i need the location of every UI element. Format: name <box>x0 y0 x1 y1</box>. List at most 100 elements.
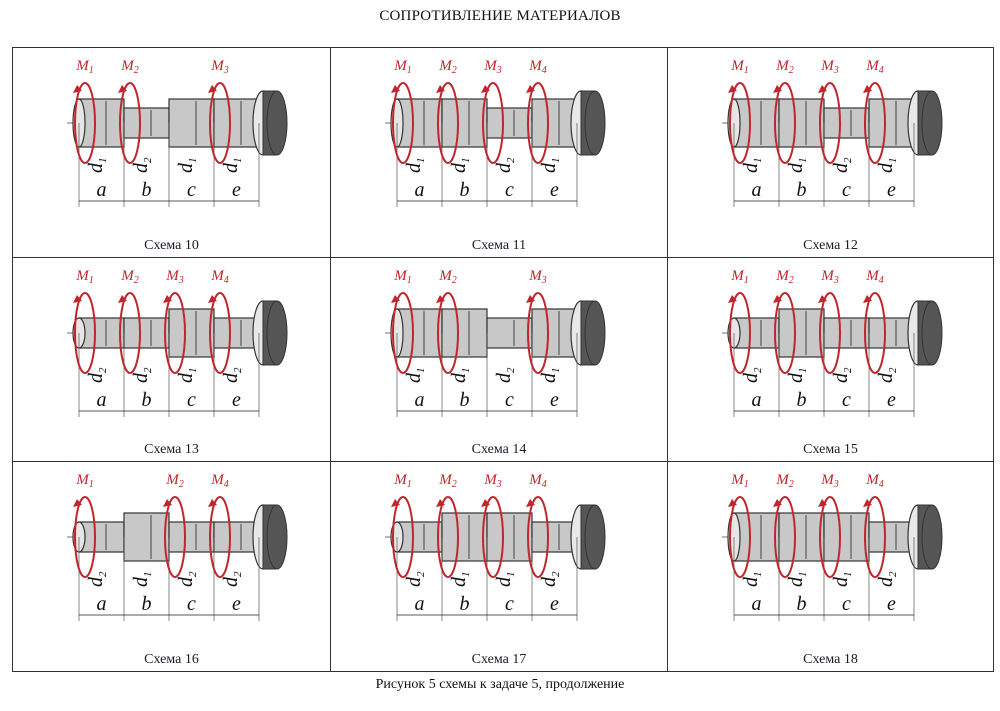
dimension-label: b <box>460 389 470 411</box>
scheme-caption: Схема 18 <box>803 652 858 667</box>
wheel-back <box>584 300 606 366</box>
shaft-segment <box>486 512 533 562</box>
moment-label: M4 <box>865 268 884 286</box>
shaft-segment <box>441 308 488 358</box>
diameter-label: d2 <box>493 367 517 383</box>
torque-arrow-icon <box>164 292 186 374</box>
diameter-subscript: 1 <box>752 158 764 164</box>
moment-label: M1 <box>75 472 94 490</box>
torque-arrow-icon <box>437 82 459 164</box>
torque-arrowhead-icon <box>73 85 82 93</box>
figure-caption: Рисунок 5 схемы к задаче 5, продолжение <box>375 677 625 692</box>
scheme-caption: Схема 12 <box>803 238 858 253</box>
diameter-subscript: 1 <box>797 572 809 578</box>
diameter-subscript: 2 <box>187 571 199 577</box>
torque-arrowhead-icon <box>728 499 737 507</box>
diameter-subscript: 1 <box>142 572 154 578</box>
torque-arrow-icon <box>729 82 751 164</box>
moment-subscript: 3 <box>833 479 839 490</box>
shaft-segment <box>441 98 488 148</box>
dimension-label: e <box>887 179 896 201</box>
moment-label: M2 <box>120 268 139 286</box>
torque-arrowhead-icon <box>818 295 827 303</box>
diameter-subscript: 1 <box>187 368 199 374</box>
dimension-label: b <box>460 593 470 615</box>
shaft-segment <box>486 317 533 349</box>
torque-arrowhead-icon <box>728 295 737 303</box>
shaft-segment <box>733 98 780 148</box>
moment-subscript: 3 <box>541 275 547 286</box>
moment-label: M2 <box>438 472 457 490</box>
torque-arrow-icon <box>527 292 549 374</box>
dimension-label: c <box>505 593 514 615</box>
torque-arrowhead-icon <box>773 85 782 93</box>
dimension-label: a <box>97 593 107 615</box>
torque-arrow-icon <box>119 292 141 374</box>
shaft-segment <box>868 98 915 148</box>
torque-arrow-icon <box>729 496 751 578</box>
torque-arrowhead-icon <box>863 85 872 93</box>
wheel-back <box>921 300 943 366</box>
diameter-subscript: 1 <box>842 572 854 578</box>
torque-arrowhead-icon <box>818 499 827 507</box>
moment-subscript: 3 <box>223 65 229 76</box>
dimension-label: c <box>842 389 851 411</box>
moment-label: M4 <box>528 58 547 76</box>
diameter-subscript: 2 <box>550 571 562 577</box>
moment-label: M2 <box>775 268 794 286</box>
shaft-segment <box>168 98 215 148</box>
moment-label: M1 <box>75 58 94 76</box>
diameter-label: d1 <box>130 572 154 588</box>
torque-arrowhead-icon <box>773 499 782 507</box>
dimension-label: a <box>752 593 762 615</box>
scheme-caption: Схема 17 <box>471 652 527 667</box>
shaft-segment <box>213 521 260 553</box>
torque-arrow-icon <box>819 82 841 164</box>
shaft-segment <box>123 512 170 562</box>
dimension-label: c <box>505 179 514 201</box>
dimension-label: b <box>797 389 807 411</box>
wheel-back <box>266 300 288 366</box>
diameter-subscript: 2 <box>142 157 154 163</box>
moment-subscript: 2 <box>179 479 184 490</box>
dimension-label: e <box>550 593 559 615</box>
torque-arrowhead-icon <box>436 499 445 507</box>
torque-arrowhead-icon <box>436 295 445 303</box>
shaft-segment <box>396 98 443 148</box>
shaft-segment <box>531 98 578 148</box>
torque-arrowhead-icon <box>526 499 535 507</box>
dimension-label: c <box>842 179 851 201</box>
moment-label: M2 <box>165 472 184 490</box>
diameter-subscript: 1 <box>797 368 809 374</box>
dimension-label: b <box>142 389 152 411</box>
torque-arrow-icon <box>864 82 886 164</box>
diameter-subscript: 1 <box>232 158 244 164</box>
wheel-back <box>266 504 288 570</box>
shaft-segment <box>733 317 780 349</box>
torque-arrowhead-icon <box>436 85 445 93</box>
diameter-subscript: 1 <box>797 158 809 164</box>
torque-arrowhead-icon <box>118 295 127 303</box>
wheel-back <box>921 90 943 156</box>
diameter-subscript: 1 <box>550 368 562 374</box>
diameter-subscript: 1 <box>887 158 899 164</box>
torque-arrow-icon <box>74 82 96 164</box>
diameter-subscript: 2 <box>232 367 244 373</box>
moment-subscript: 2 <box>789 275 794 286</box>
diameter-subscript: 2 <box>505 157 517 163</box>
shaft-segment <box>78 521 125 553</box>
shaft-segment <box>213 98 260 148</box>
torque-arrowhead-icon <box>163 295 172 303</box>
torque-arrow-icon <box>392 496 414 578</box>
moment-subscript: 1 <box>89 479 94 490</box>
shaft-segment <box>531 308 578 358</box>
dimension-label: c <box>187 179 196 201</box>
wheel-back <box>584 90 606 156</box>
